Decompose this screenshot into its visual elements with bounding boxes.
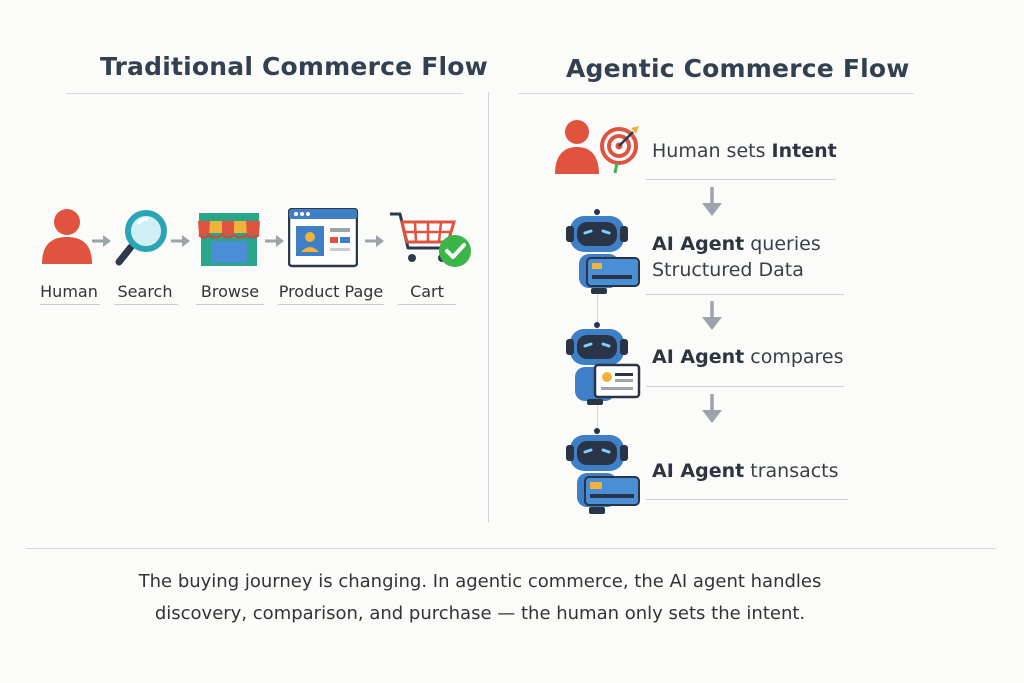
step-browse [196,211,262,267]
traditional-title-rule [66,93,463,94]
person-icon [42,209,92,264]
caption-line-2: discovery, comparison, and purchase — th… [154,603,806,624]
arrow-down-icon [702,187,722,216]
agent-step-2-icon [563,208,643,296]
magnifier-icon [115,210,167,266]
step-underline [114,304,178,305]
column-divider [488,92,489,522]
step-label-product-page: Product Page [278,282,384,301]
step-underline [398,304,456,305]
agent-step-3-underline [646,386,844,387]
product-page-icon [288,208,358,268]
caption-line-1: The buying journey is changing. In agent… [138,571,822,592]
step-underline [278,304,384,305]
agent-step-3-text: AI Agent compares [652,344,844,370]
person-target-icon [555,120,639,174]
agent-step-1-underline [646,179,836,180]
step-underline [196,304,264,305]
traditional-title: Traditional Commerce Flow [100,52,488,81]
step-search [114,207,170,267]
agent-step-4-text: AI Agent transacts [652,458,839,484]
step-label-human: Human [40,282,98,301]
agent-step-4-bold: AI Agent [652,460,745,482]
arrow-down-icon [702,394,722,423]
agent-step-2-line2: Structured Data [652,259,804,281]
agent-step-1-bold: Intent [771,140,837,162]
step-product-page [288,208,358,268]
arrow-down-icon [702,301,722,330]
agent-step-1-text: Human sets Intent [652,138,837,164]
agent-step-2-bold: AI Agent [652,233,745,255]
step-label-browse: Browse [200,282,260,301]
robot-card-icon [566,428,640,514]
robot-icon [566,209,640,294]
arrow-right-icon [92,235,111,247]
caption-rule [26,548,996,549]
agent-step-2-underline [646,294,844,295]
step-label-cart: Cart [410,282,444,301]
agent-step-1-pre: Human sets [652,140,772,162]
agent-step-4-post: transacts [744,460,839,482]
agent-step-4-underline [646,499,848,500]
agentic-title: Agentic Commerce Flow [566,54,910,83]
agent-step-3-icon [563,321,647,407]
robot-compare-icon [566,322,641,405]
agent-step-2-post: queries [744,233,821,255]
arrow-right-icon [365,235,384,247]
agent-step-2-text: AI Agent queries Structured Data [652,231,821,283]
storefront-icon [198,213,260,266]
step-label-search: Search [117,282,173,301]
arrow-right-icon [171,235,190,247]
step-human [38,206,96,266]
cart-check-icon [390,212,471,267]
arrow-right-icon [265,235,284,247]
step-cart [388,210,476,270]
agent-step-4-icon [563,427,643,517]
agent-step-1-icon [553,118,643,178]
agent-step-3-bold: AI Agent [652,346,745,368]
agentic-title-rule [518,93,914,94]
agent-step-3-post: compares [744,346,844,368]
step-underline [40,304,100,305]
